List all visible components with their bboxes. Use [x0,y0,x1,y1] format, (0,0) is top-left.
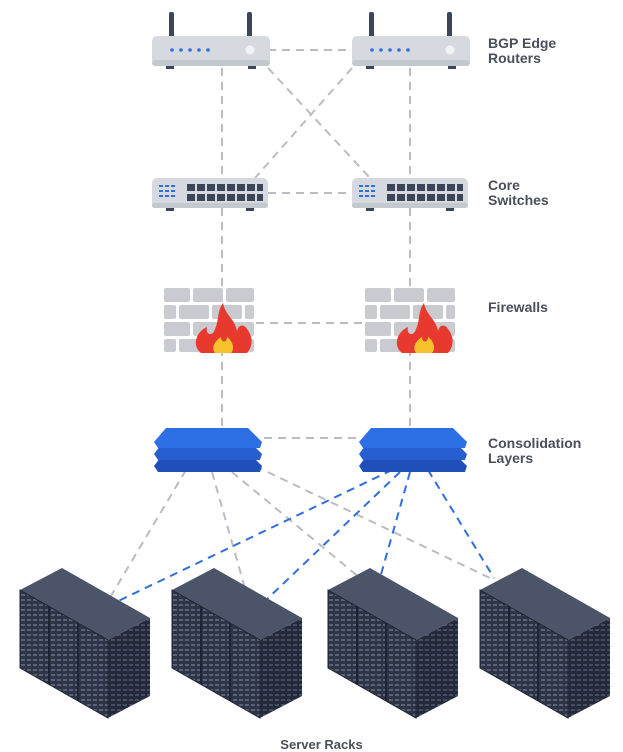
firewall-left [163,287,255,353]
link-cross-b [254,67,353,179]
firewall-icon [163,287,255,353]
firewall-right [364,287,456,353]
server-rack-4 [479,568,610,719]
links [104,49,495,607]
firewall-icon [364,287,456,353]
label-core-switches: Core Switches [488,177,549,208]
server-rack-icon [171,568,302,719]
server-rack-icon [327,568,458,719]
consolidation-left [154,428,262,472]
wifi-router-icon [152,12,270,69]
label-bgp-edge-routers: BGP Edge Routers [488,35,557,66]
server-rack-1 [19,568,150,719]
link-blue-r-r4 [427,469,495,579]
link-gray-l-r1 [104,469,187,607]
router-right [352,12,470,69]
link-blue-r-r2 [261,471,401,605]
stacked-layers-icon [359,428,467,472]
link-blue-r-r1 [111,469,393,605]
label-server-racks: Server Racks [280,737,363,752]
server-rack-3 [327,568,458,719]
stacked-layers-icon [154,428,262,472]
link-gray-l-r4 [254,465,491,579]
link-gray-l-r3 [231,471,361,579]
network-switch-icon [152,178,268,211]
server-rack-icon [19,568,150,719]
router-left [152,12,270,69]
switch-right [352,178,468,211]
wifi-router-icon [352,12,470,69]
switch-left [152,178,268,211]
label-consolidation-layers: Consolidation Layers [488,435,582,466]
server-rack-icon [479,568,610,719]
link-blue-r-r3 [379,471,411,579]
consolidation-right [359,428,467,472]
server-rack-2 [171,568,302,719]
label-firewalls: Firewalls [488,299,548,315]
link-gray-l-r2 [211,471,251,607]
link-cross-a [267,67,371,179]
network-switch-icon [352,178,468,211]
